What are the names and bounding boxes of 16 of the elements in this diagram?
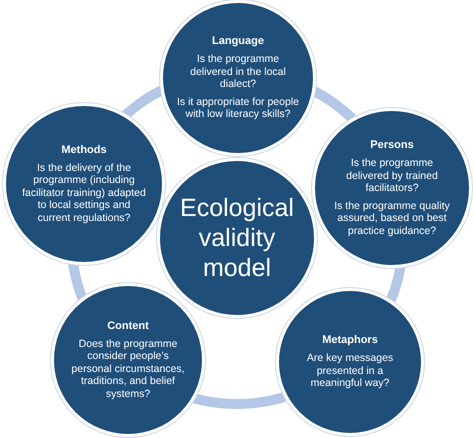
- ring-connector: [386, 266, 406, 302]
- center-title: Ecological validity model: [179, 193, 295, 283]
- topic-heading: Language: [212, 35, 264, 48]
- topic-question: Is the delivery of the programme (including facilitator training) adapted to local settings and current regulations?: [21, 162, 147, 224]
- topic-question: Does the programme consider people’s personal circumstances, traditions, and belief systems?: [70, 338, 186, 400]
- topic-question: Is it appropriate for people with low literacy skills?: [176, 96, 300, 121]
- topic-question: Is the programme delivered by trained facilitators?: [345, 157, 439, 194]
- ring-connector: [193, 392, 286, 409]
- ring-connector: [68, 262, 88, 300]
- topic-heading: Methods: [61, 144, 107, 157]
- topic-question: Are key messages presented in a meaningful way?: [306, 352, 394, 390]
- topic-question: Is the programme delivered in the local dialect?: [189, 53, 287, 91]
- topic-question: Is the programme quality assured, based on best practice guidance?: [333, 200, 451, 237]
- topic-heading: Content: [107, 320, 149, 333]
- topic-heading: Persons: [370, 139, 414, 152]
- topic-heading: Metaphors: [322, 334, 378, 348]
